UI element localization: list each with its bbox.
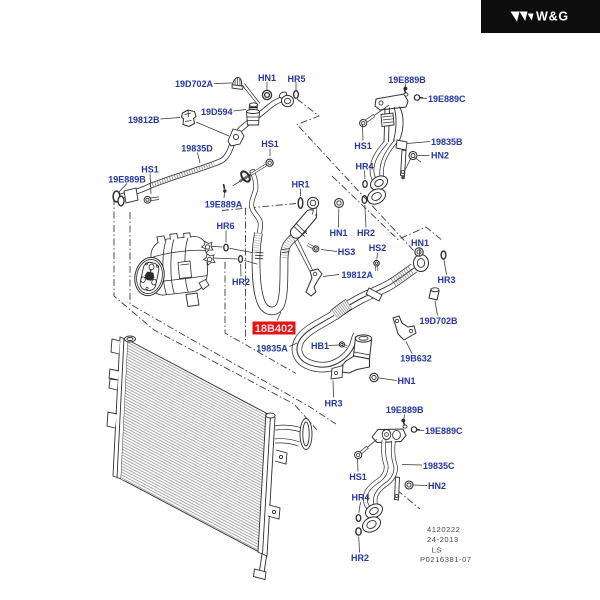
- svg-text:19835B: 19835B: [431, 137, 463, 147]
- svg-text:19E889B: 19E889B: [388, 75, 426, 85]
- svg-text:19E889C: 19E889C: [425, 426, 463, 436]
- svg-text:HS1: HS1: [354, 141, 372, 151]
- svg-text:HS3: HS3: [338, 247, 356, 257]
- svg-text:19D702B: 19D702B: [419, 316, 458, 326]
- svg-text:19B632: 19B632: [400, 354, 432, 364]
- svg-text:HS2: HS2: [369, 243, 387, 253]
- svg-text:HR5: HR5: [287, 74, 305, 84]
- svg-text:HS1: HS1: [141, 165, 159, 175]
- svg-text:W&G: W&G: [536, 10, 569, 24]
- svg-text:4120222: 4120222: [427, 525, 460, 534]
- svg-text:HN1: HN1: [258, 73, 276, 83]
- svg-text:HR2: HR2: [232, 277, 250, 287]
- svg-text:HB1: HB1: [311, 341, 329, 351]
- svg-text:HN1: HN1: [329, 228, 347, 238]
- svg-text:18B402: 18B402: [255, 323, 294, 335]
- svg-text:HN2: HN2: [431, 151, 449, 161]
- svg-text:HR1: HR1: [291, 180, 309, 190]
- svg-text:HN1: HN1: [411, 238, 429, 248]
- svg-text:HN1: HN1: [397, 376, 415, 386]
- svg-text:19E889B: 19E889B: [386, 405, 424, 415]
- svg-text:HN2: HN2: [428, 481, 446, 491]
- svg-text:HR3: HR3: [437, 275, 455, 285]
- svg-text:19E889C: 19E889C: [428, 94, 466, 104]
- svg-text:19835C: 19835C: [423, 461, 455, 471]
- svg-text:HS1: HS1: [261, 139, 279, 149]
- svg-text:P0216381-07: P0216381-07: [420, 555, 472, 564]
- svg-text:HR6: HR6: [216, 221, 234, 231]
- svg-text:HR4: HR4: [351, 493, 369, 503]
- svg-text:19D702A: 19D702A: [175, 79, 214, 89]
- svg-text:19812B: 19812B: [128, 115, 160, 125]
- svg-text:HR3: HR3: [324, 399, 342, 409]
- svg-text:HR2: HR2: [357, 228, 375, 238]
- svg-text:19835A: 19835A: [256, 344, 288, 354]
- svg-text:LS: LS: [432, 546, 442, 555]
- svg-text:19D594: 19D594: [201, 107, 233, 117]
- svg-text:19835D: 19835D: [181, 144, 213, 154]
- svg-text:HR4: HR4: [355, 162, 373, 172]
- svg-text:19E889A: 19E889A: [205, 200, 243, 210]
- svg-text:24-2013: 24-2013: [427, 535, 459, 544]
- svg-text:HS1: HS1: [349, 472, 367, 482]
- svg-text:19E889B: 19E889B: [108, 175, 146, 185]
- svg-text:HR2: HR2: [351, 553, 369, 563]
- svg-text:19812A: 19812A: [341, 270, 373, 280]
